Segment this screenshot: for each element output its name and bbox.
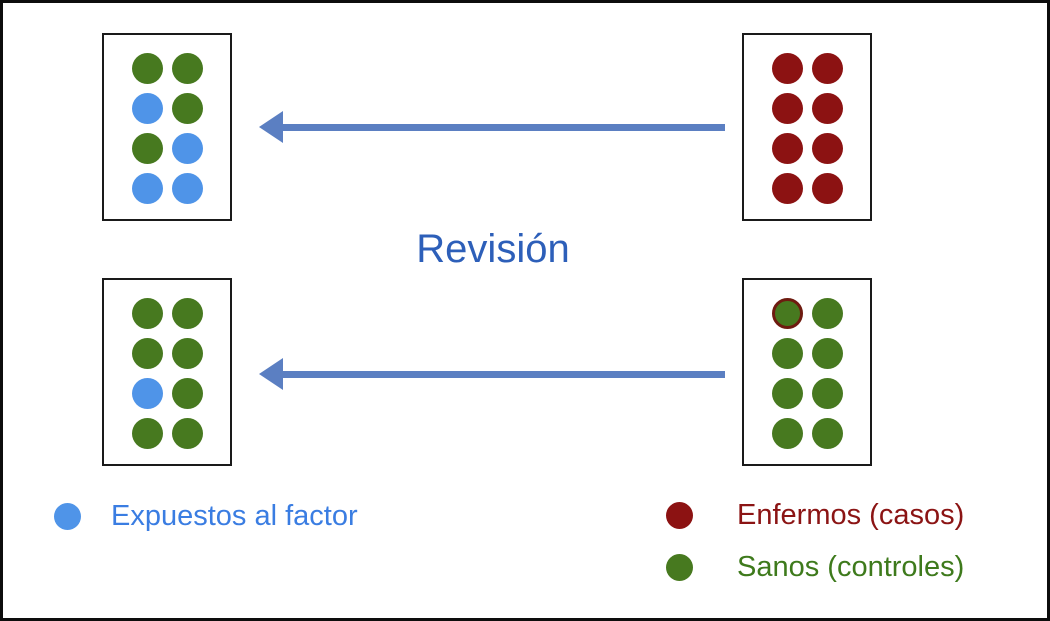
legend-controls: Sanos (controles) <box>666 551 964 584</box>
dot-control <box>171 338 203 369</box>
dot-control <box>171 93 203 124</box>
arrow-shaft <box>281 123 725 131</box>
arrow-shaft <box>281 370 725 378</box>
dot-control <box>171 418 203 449</box>
legend-cases-controls: Enfermos (casos) Sanos (controles) <box>666 499 964 584</box>
dot-case <box>771 53 803 84</box>
box-sanos-controles <box>742 278 872 466</box>
dot-control <box>171 298 203 329</box>
dot-control <box>771 338 803 369</box>
dot-control <box>131 338 163 369</box>
exposed-dot-icon <box>54 503 81 530</box>
box-controles-tras-revision <box>102 278 232 466</box>
revision-arrow-bottom <box>259 358 725 390</box>
dot-exposed <box>171 133 203 164</box>
dot-case <box>771 133 803 164</box>
dot-case <box>811 173 843 204</box>
dot-case <box>771 173 803 204</box>
dot-control <box>811 338 843 369</box>
dot-case <box>811 93 843 124</box>
dot-control <box>771 418 803 449</box>
dot-control <box>131 298 163 329</box>
dot-case <box>811 133 843 164</box>
dot-case <box>811 53 843 84</box>
legend-label-controls: Sanos (controles) <box>737 551 965 583</box>
box-enfermos-casos <box>742 33 872 221</box>
dot-control <box>811 418 843 449</box>
arrow-head-left-icon <box>259 358 283 390</box>
dot-control <box>131 53 163 84</box>
dot-exposed <box>131 378 163 409</box>
revision-label: Revisión <box>416 227 570 271</box>
dot-exposed <box>171 173 203 204</box>
dot-case <box>771 93 803 124</box>
dot-control <box>171 378 203 409</box>
dot-control <box>811 298 843 329</box>
control-dot-icon <box>666 554 693 581</box>
revision-arrow-top <box>259 111 725 143</box>
dot-exposed <box>131 173 163 204</box>
legend-cases: Enfermos (casos) <box>666 499 964 532</box>
dot-exposed <box>131 93 163 124</box>
case-dot-icon <box>666 502 693 529</box>
dot-control <box>771 378 803 409</box>
legend-label-exposed: Expuestos al factor <box>111 500 358 532</box>
dot-control <box>131 418 163 449</box>
dot-control-marked <box>771 298 803 329</box>
legend-exposed: Expuestos al factor <box>54 500 358 533</box>
dot-control <box>131 133 163 164</box>
dot-control <box>811 378 843 409</box>
legend-label-cases: Enfermos (casos) <box>737 499 965 531</box>
box-casos-tras-revision <box>102 33 232 221</box>
arrow-head-left-icon <box>259 111 283 143</box>
dot-control <box>171 53 203 84</box>
